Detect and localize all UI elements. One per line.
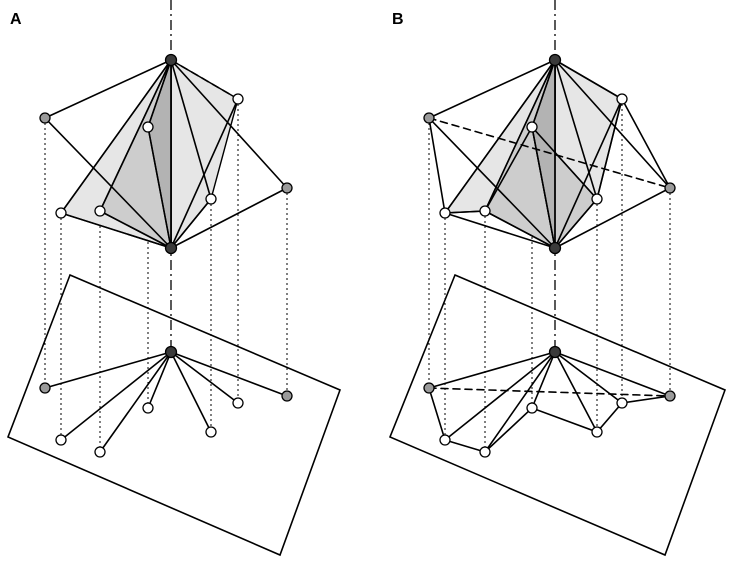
node-gray-right-b: [664, 182, 676, 194]
node-gray-projected-b: [664, 390, 676, 402]
node-gray-projected-b: [423, 382, 435, 394]
node-white-b: [439, 207, 451, 219]
projection-plane-a: [6, 273, 342, 557]
node-white-projected-b: [479, 446, 491, 458]
node-gray-right-a: [281, 182, 293, 194]
node-white-a: [94, 205, 106, 217]
node-white-b: [591, 193, 603, 205]
node-white-projected-b: [591, 426, 603, 438]
node-gray-projected-a: [281, 390, 293, 402]
graph-edges-3d-b: [428, 59, 671, 249]
node-gray-left-b: [423, 112, 435, 124]
panel-label-b: B: [392, 11, 404, 28]
graph-edges-3d-a: [44, 59, 288, 249]
node-white-a: [55, 207, 67, 219]
node-white-projected-b: [439, 434, 451, 446]
node-gray-left-a: [39, 112, 51, 124]
nodes-2d-a: [39, 345, 293, 458]
panel-a: A: [6, 0, 342, 557]
node-white-b: [616, 93, 628, 105]
bipyramid-faces-b: [443, 57, 623, 250]
node-white-projected-a: [55, 434, 67, 446]
node-white-a: [232, 93, 244, 105]
graph-edges-2d-b: [428, 351, 671, 453]
node-white-projected-b: [616, 397, 628, 409]
nodes-3d-a: [39, 53, 293, 255]
node-apex-bottom-b: [548, 241, 562, 255]
nodes-3d-b: [423, 53, 676, 255]
node-white-projected-b: [526, 402, 538, 414]
node-center-projected-a: [164, 345, 178, 359]
node-white-a: [142, 121, 154, 133]
node-white-projected-a: [94, 446, 106, 458]
node-center-projected-b: [548, 345, 562, 359]
node-gray-projected-a: [39, 382, 51, 394]
projection-plane-b: [388, 273, 727, 557]
node-white-a: [205, 193, 217, 205]
node-white-projected-a: [232, 397, 244, 409]
node-apex-top-b: [548, 53, 562, 67]
node-apex-top-a: [164, 53, 178, 67]
nodes-2d-b: [423, 345, 676, 458]
node-white-b: [526, 121, 538, 133]
panel-b: B: [388, 0, 727, 557]
node-white-projected-a: [142, 402, 154, 414]
graph-edges-2d-a: [44, 351, 288, 453]
node-white-projected-a: [205, 426, 217, 438]
panel-label-a: A: [10, 11, 22, 28]
face-right-a: [170, 58, 239, 250]
node-apex-bottom-a: [164, 241, 178, 255]
node-white-b: [479, 205, 491, 217]
